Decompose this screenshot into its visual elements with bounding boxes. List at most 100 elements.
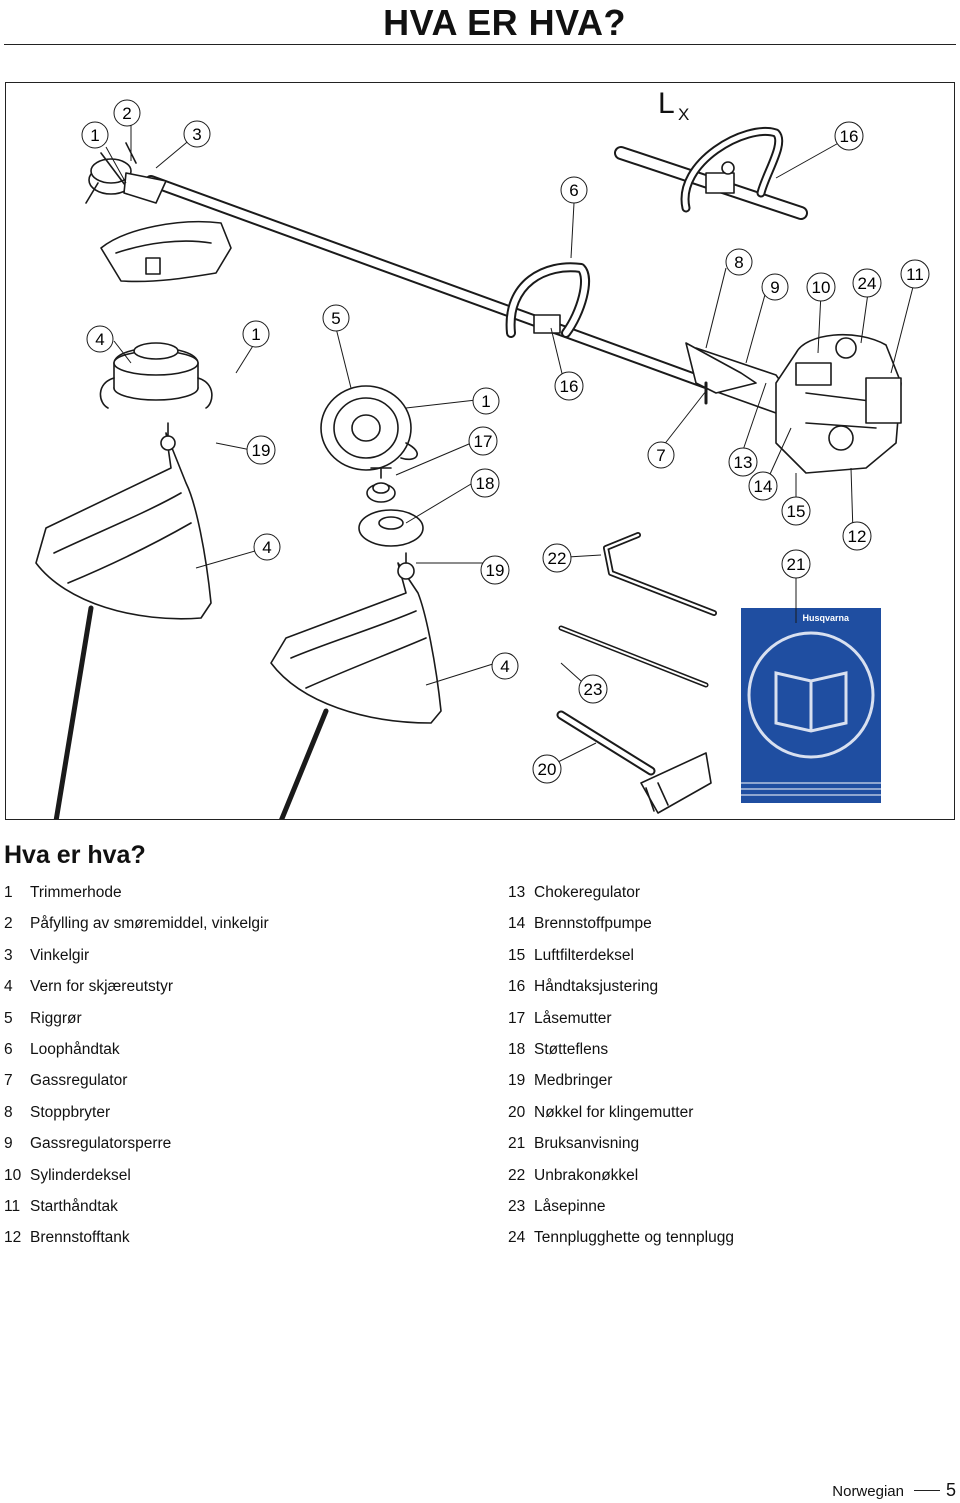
callout-number: 20	[538, 760, 557, 779]
title-divider	[4, 44, 956, 45]
legend-item-number: 2	[4, 915, 13, 933]
callout-3: 3	[183, 120, 211, 148]
loop-handle-drawing	[505, 262, 590, 338]
legend-item-label: Stoppbryter	[30, 1103, 111, 1121]
legend-item-label: Påfylling av smøremiddel, vinkelgir	[30, 915, 269, 933]
page-title: HVA ER HVA?	[383, 2, 626, 43]
callout-16-top: 16	[834, 121, 864, 151]
callout-1-b: 1	[242, 320, 270, 348]
legend-item-number: 11	[4, 1197, 21, 1215]
legend-item-label: Støtteflens	[534, 1040, 609, 1058]
spool-disk-drawing	[320, 385, 418, 471]
legend-item-label: Loophåndtak	[30, 1040, 120, 1058]
callout-1-c: 1	[472, 387, 500, 415]
throttle-handle-drawing	[685, 342, 757, 405]
callout-19-b: 19	[480, 555, 510, 585]
callout-number: 5	[331, 309, 340, 328]
callout-16-mid: 16	[554, 371, 584, 401]
legend-item-label: Nøkkel for klingemutter	[534, 1103, 694, 1121]
page-number: 5	[945, 1480, 956, 1500]
callout-14: 14	[748, 471, 778, 501]
callout-number: 19	[252, 441, 271, 460]
callout-23: 23	[578, 674, 608, 704]
shaft-drawing	[145, 175, 712, 389]
legend-item-number: 14	[508, 915, 526, 933]
callout-number: 10	[812, 278, 831, 297]
guard-left-drawing	[35, 422, 212, 819]
callout-22: 22	[542, 543, 572, 573]
callout-5: 5	[322, 304, 350, 332]
callout-number: 4	[95, 330, 104, 349]
legend-item-number: 21	[508, 1135, 526, 1153]
legend-item-label: Chokeregulator	[534, 884, 640, 901]
legend-item-number: 9	[4, 1135, 13, 1153]
legend-item-label: Håndtaksjustering	[534, 978, 659, 996]
callout-17: 17	[468, 426, 498, 456]
legend-item-label: Starthåndtak	[30, 1197, 118, 1215]
allen-key-drawing	[603, 532, 717, 616]
legend-item-number: 4	[4, 978, 13, 996]
callout-11: 11	[900, 259, 930, 289]
section-heading: Hva er hva?	[4, 841, 146, 869]
callout-1: 1	[81, 121, 109, 149]
legend-item-number: 23	[508, 1197, 526, 1215]
footer-divider	[913, 1490, 940, 1491]
legend-item-number: 16	[508, 978, 526, 996]
callout-21: 21	[781, 549, 811, 579]
callout-number: 3	[192, 125, 201, 144]
callout-20: 20	[532, 754, 562, 784]
legend-item-number: 17	[508, 1009, 526, 1027]
guard-right-drawing	[270, 552, 442, 819]
legend-item-number: 8	[4, 1103, 13, 1121]
callout-number: 4	[262, 538, 271, 557]
legend-item-label: Brennstofftank	[30, 1229, 130, 1247]
lx-label: L	[658, 87, 675, 120]
callout-number: 11	[906, 265, 924, 284]
callout-number: 24	[858, 274, 877, 293]
callout-number: 1	[251, 325, 260, 344]
legend-item: 2 Påfylling av smøremiddel, vinkelgir	[4, 915, 464, 946]
callout-2: 2	[113, 99, 141, 127]
legend-item-label: Bruksanvisning	[534, 1135, 640, 1153]
legend-item-number: 22	[508, 1166, 526, 1184]
legend-item-number: 5	[4, 1009, 13, 1027]
legend-item-number: 6	[4, 1040, 13, 1058]
callout-number: 2	[122, 104, 131, 123]
legend-item-number: 1	[4, 884, 13, 901]
locking-pin-drawing	[558, 625, 709, 688]
callout-15: 15	[781, 496, 811, 526]
callout-number: 1	[90, 126, 99, 145]
callout-number: 17	[474, 432, 493, 451]
legend-item-number: 10	[4, 1166, 22, 1184]
manual-drawing: Husqvarna	[741, 608, 881, 803]
callout-number: 18	[476, 474, 495, 493]
legend-item: 13 Chokeregulator	[508, 884, 938, 915]
callout-4-b: 4	[253, 533, 281, 561]
callout-number: 21	[787, 555, 806, 574]
page-footer: Norwegian 5	[832, 1480, 956, 1501]
legend-item-label: Medbringer	[534, 1072, 613, 1090]
legend-item-label: Sylinderdeksel	[30, 1166, 131, 1184]
callout-number: 7	[656, 446, 665, 465]
callout-number: 12	[848, 527, 867, 546]
callout-number: 16	[560, 377, 579, 396]
callout-8: 8	[725, 248, 753, 276]
legend-item-number: 13	[508, 884, 526, 901]
legend-item: 21 Bruksanvisning	[508, 1135, 938, 1166]
callout-9: 9	[761, 273, 789, 301]
callout-number: 13	[734, 453, 753, 472]
callout-number: 1	[481, 392, 490, 411]
legend-item-number: 7	[4, 1072, 13, 1090]
